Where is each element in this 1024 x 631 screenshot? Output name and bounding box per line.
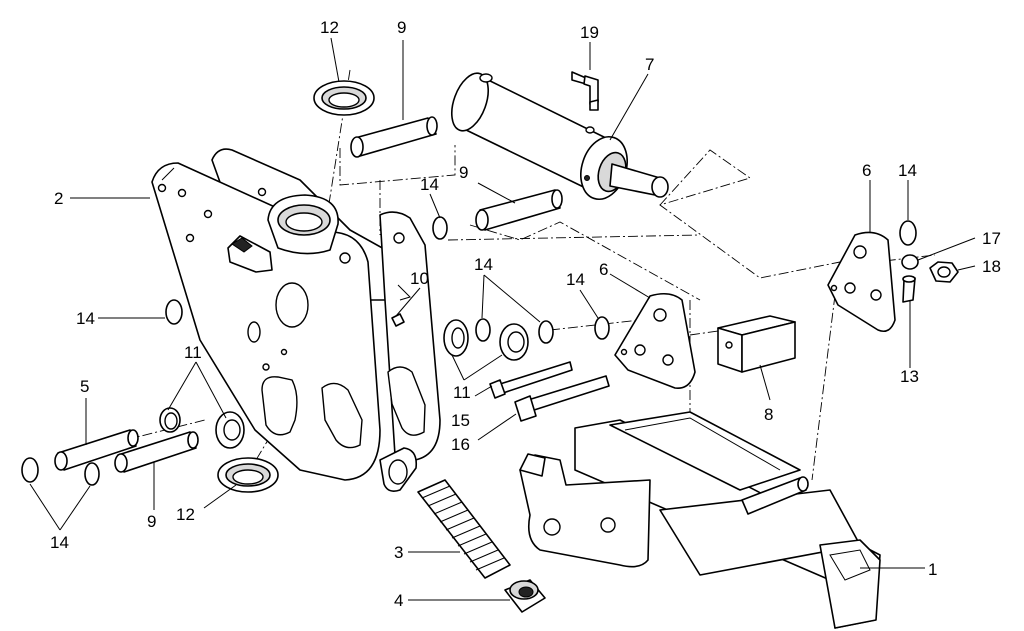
bolt-15-part [489,361,573,399]
spacer-block-part [717,315,796,373]
bushing-parts [159,319,529,449]
grease-fitting-part [571,71,599,111]
key-part [391,313,405,327]
callout-14-plate: 14 [566,270,585,289]
nipple-part [901,254,919,270]
pin-upper-part [350,116,438,158]
callout-10: 10 [410,269,429,288]
main-frame-part [151,148,441,492]
circlip-parts [21,216,917,486]
callout-14-frame: 14 [420,175,439,194]
callout-4: 4 [394,591,403,610]
callout-13: 13 [900,367,919,386]
callout-9-lower: 9 [147,512,156,531]
callout-12-lower: 12 [176,505,195,524]
callout-8: 8 [764,405,773,424]
callout-7: 7 [645,55,654,74]
pin-middle-part [475,189,563,231]
seal-lower-part [217,457,279,493]
pivot-pin-part [54,429,139,471]
callout-14-bottom: 14 [50,533,69,552]
callout-18: 18 [982,257,1001,276]
seal-upper-part [313,80,375,116]
callout-14-left: 14 [76,309,95,328]
nut-part [929,261,959,283]
callout-9-middle: 9 [459,163,468,182]
callout-1: 1 [928,560,937,579]
bolt-16-part [514,375,610,422]
callout-labels: 1 2 3 4 5 6 6 7 8 9 9 9 10 11 11 12 12 1… [50,18,1001,610]
leader-lines [29,37,976,601]
callout-2: 2 [54,189,63,208]
callout-6-right: 6 [862,161,871,180]
callout-6-middle: 6 [599,260,608,279]
callout-19: 19 [580,23,599,42]
callout-5: 5 [80,377,89,396]
base-rail-part [519,411,881,629]
spring-part [417,479,511,579]
callout-11-middle: 11 [453,383,471,402]
callout-11-left: 11 [184,343,202,362]
side-plate-right-part [827,231,896,333]
callout-3: 3 [394,543,403,562]
callout-9-upper: 9 [397,18,406,37]
callout-16: 16 [451,435,470,454]
end-cap-part [504,579,546,613]
callout-17: 17 [982,229,1001,248]
callout-15: 15 [451,411,470,430]
side-plate-middle-part [614,292,696,389]
pin-lower-part [114,431,199,473]
callout-14-centre: 14 [474,255,493,274]
callout-12-upper: 12 [320,18,339,37]
callout-14-right: 14 [898,161,917,180]
hydraulic-cylinder-part [450,72,669,200]
small-bolt-part [902,275,916,303]
